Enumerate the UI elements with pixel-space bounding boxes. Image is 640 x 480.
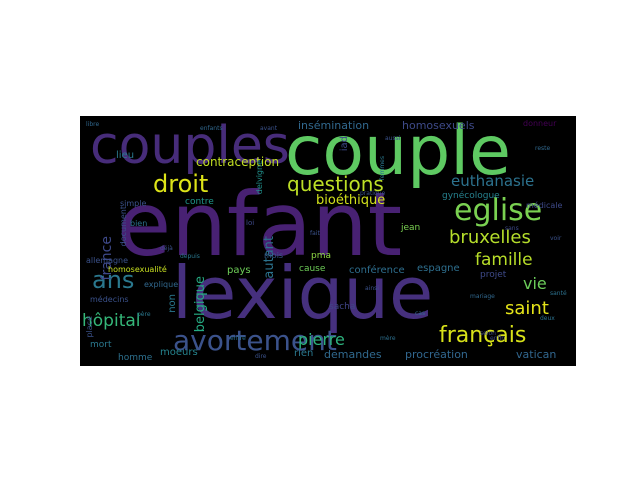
cloud-word: voir xyxy=(550,235,562,242)
cloud-word: vie xyxy=(523,274,547,293)
cloud-word: contraception xyxy=(196,155,280,169)
cloud-word: ans xyxy=(92,266,135,294)
cloud-word: document xyxy=(119,206,128,247)
cloud-word: bioéthique xyxy=(316,193,386,208)
cloud-word: pays xyxy=(227,265,251,276)
cloud-word: mère xyxy=(380,335,396,342)
cloud-word: médicale xyxy=(526,201,563,210)
cloud-word: aussi xyxy=(385,135,401,142)
cloud-word: vatican xyxy=(516,348,557,361)
cloud-word: cas xyxy=(415,310,426,317)
cloud-word: santé xyxy=(550,290,567,297)
cloud-word: homme xyxy=(118,353,153,363)
cloud-word: simple xyxy=(120,199,147,208)
cloud-word: hôpital xyxy=(82,311,141,331)
cloud-word: euthanasie xyxy=(451,172,535,190)
cloud-word: jean xyxy=(401,223,421,233)
cloud-word: iad xyxy=(339,136,350,152)
cloud-word: médecins xyxy=(90,295,129,304)
cloud-word: non xyxy=(167,294,178,313)
cloud-word: avortement xyxy=(173,324,337,357)
cloud-word: pierre xyxy=(298,330,345,349)
cloud-word: gynécologue xyxy=(442,191,500,201)
cloud-word: entre xyxy=(230,335,246,342)
cloud-word: sacha xyxy=(329,302,356,312)
cloud-word: reste xyxy=(535,145,551,152)
cloud-word: libre xyxy=(86,121,100,128)
cloud-word: questions xyxy=(287,172,384,196)
cloud-word: bruxelles xyxy=(449,227,531,248)
cloud-word: procréation xyxy=(405,348,468,361)
cloud-word: conférence xyxy=(349,265,405,276)
cloud-word: droit xyxy=(153,170,209,198)
cloud-word: lexique xyxy=(172,251,434,335)
cloud-word: lieu xyxy=(116,150,135,161)
cloud-word: sans xyxy=(505,225,519,232)
cloud-word: père xyxy=(137,311,151,318)
cloud-word: delvigne xyxy=(255,160,264,195)
cloud-word: saint xyxy=(505,298,549,319)
cloud-word: couple xyxy=(285,116,511,191)
cloud-word: fait xyxy=(310,230,320,237)
cloud-word: bien xyxy=(130,219,148,228)
cloud-word: dire xyxy=(255,353,267,360)
cloud-word: place xyxy=(85,316,94,338)
cloud-word: ainsi xyxy=(365,285,379,292)
cloud-word: couples xyxy=(90,116,290,176)
cloud-word: moeurs xyxy=(160,347,198,358)
cloud-word: famille xyxy=(475,250,533,270)
cloud-word: explique xyxy=(144,280,179,289)
cloud-word: rien xyxy=(294,348,314,359)
cloud-word: allemagne xyxy=(86,256,129,265)
cloud-word: projet xyxy=(480,270,507,280)
cloud-word: espagne xyxy=(417,263,460,274)
cloud-word: loi xyxy=(246,219,255,227)
cloud-word: mois xyxy=(264,251,284,260)
cloud-word: demandes xyxy=(324,348,382,361)
cloud-word: mariage xyxy=(470,293,495,300)
cloud-word: français xyxy=(439,323,527,348)
cloud-word: homosexualité xyxy=(108,265,167,274)
cloud-word: deux xyxy=(540,315,555,322)
cloud-word: eglise xyxy=(454,193,543,228)
cloud-word: cause xyxy=(299,264,326,274)
cloud-word: belgique xyxy=(193,276,208,333)
cloud-word: donneur xyxy=(523,119,557,128)
cloud-word: insémination xyxy=(298,119,370,132)
cloud-word: enfants xyxy=(200,125,223,132)
cloud-word: mort xyxy=(90,340,112,350)
cloud-word: contre xyxy=(185,197,214,207)
cloud-word: avant xyxy=(260,125,278,132)
cloud-word: femmes xyxy=(379,156,386,181)
cloud-word: pratique xyxy=(360,190,386,197)
cloud-word: déjà xyxy=(160,245,173,252)
cloud-word: homosexuels xyxy=(402,119,475,132)
cloud-word: depuis xyxy=(180,253,200,260)
cloud-word: selon xyxy=(480,330,496,337)
cloud-word: enfin xyxy=(490,335,506,342)
cloud-word: pma xyxy=(311,251,331,261)
cloud-word: enfant xyxy=(117,173,403,276)
